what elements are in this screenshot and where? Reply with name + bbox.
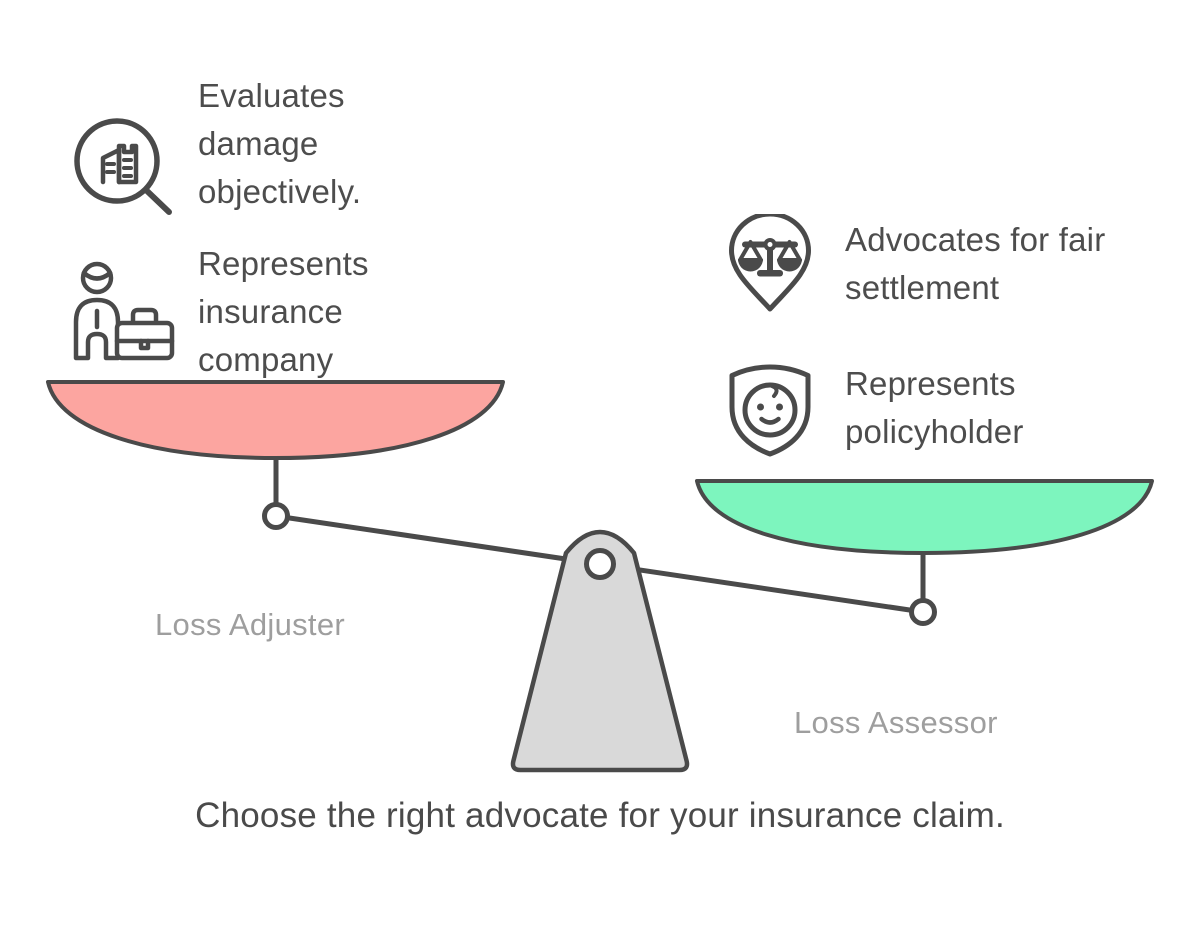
- right-beam-joint: [909, 598, 937, 626]
- scales-glyph: [738, 238, 802, 277]
- feature-text-evaluates-damage: Evaluates damage objectively.: [198, 77, 362, 210]
- feature-text-advocates-settlement: Advocates for fair settlement: [845, 221, 1106, 306]
- left-beam-joint: [262, 502, 290, 530]
- right-pan-label: Loss Assessor: [794, 705, 998, 740]
- magnifier-building-icon: [72, 116, 174, 218]
- shield-face-icon: [722, 360, 818, 460]
- person-briefcase-icon: [70, 256, 176, 364]
- feature-text-represents-policyholder: Represents policyholder: [845, 365, 1024, 450]
- diagram-caption: Choose the right advocate for your insur…: [195, 796, 1005, 835]
- scales-location-pin-icon: [722, 214, 818, 316]
- right-pan: [695, 479, 1154, 555]
- left-pan: [46, 380, 505, 460]
- left-pan-label: Loss Adjuster: [155, 607, 346, 642]
- feature-text-represents-insurance: Represents insurance company: [198, 245, 369, 378]
- fulcrum-pedestal: [510, 529, 690, 773]
- pivot-hole: [584, 548, 616, 580]
